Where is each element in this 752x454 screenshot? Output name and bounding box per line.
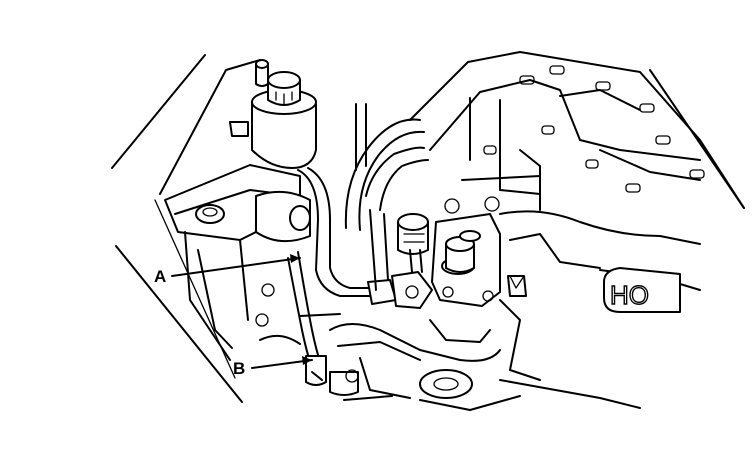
valve-assembly (431, 213, 501, 307)
engine-cover: HO (409, 51, 745, 381)
rod (355, 103, 367, 171)
engine-cover-lettering: HO (610, 280, 649, 310)
leader-line-a (171, 257, 301, 277)
power-steering-reservoir (229, 59, 317, 169)
pump-body (255, 190, 311, 243)
leader-lines (171, 254, 313, 369)
center-fitting (397, 213, 429, 273)
leader-line-b (251, 359, 313, 369)
hose-connector (367, 271, 433, 309)
leader-arrow-b (302, 356, 312, 365)
leader-arrow-a (290, 254, 300, 263)
lower-block (259, 313, 641, 411)
callout-a: A (154, 267, 167, 286)
callout-b: B (233, 359, 246, 378)
hose-fitting-b (305, 355, 359, 396)
upper-hose (344, 118, 429, 291)
